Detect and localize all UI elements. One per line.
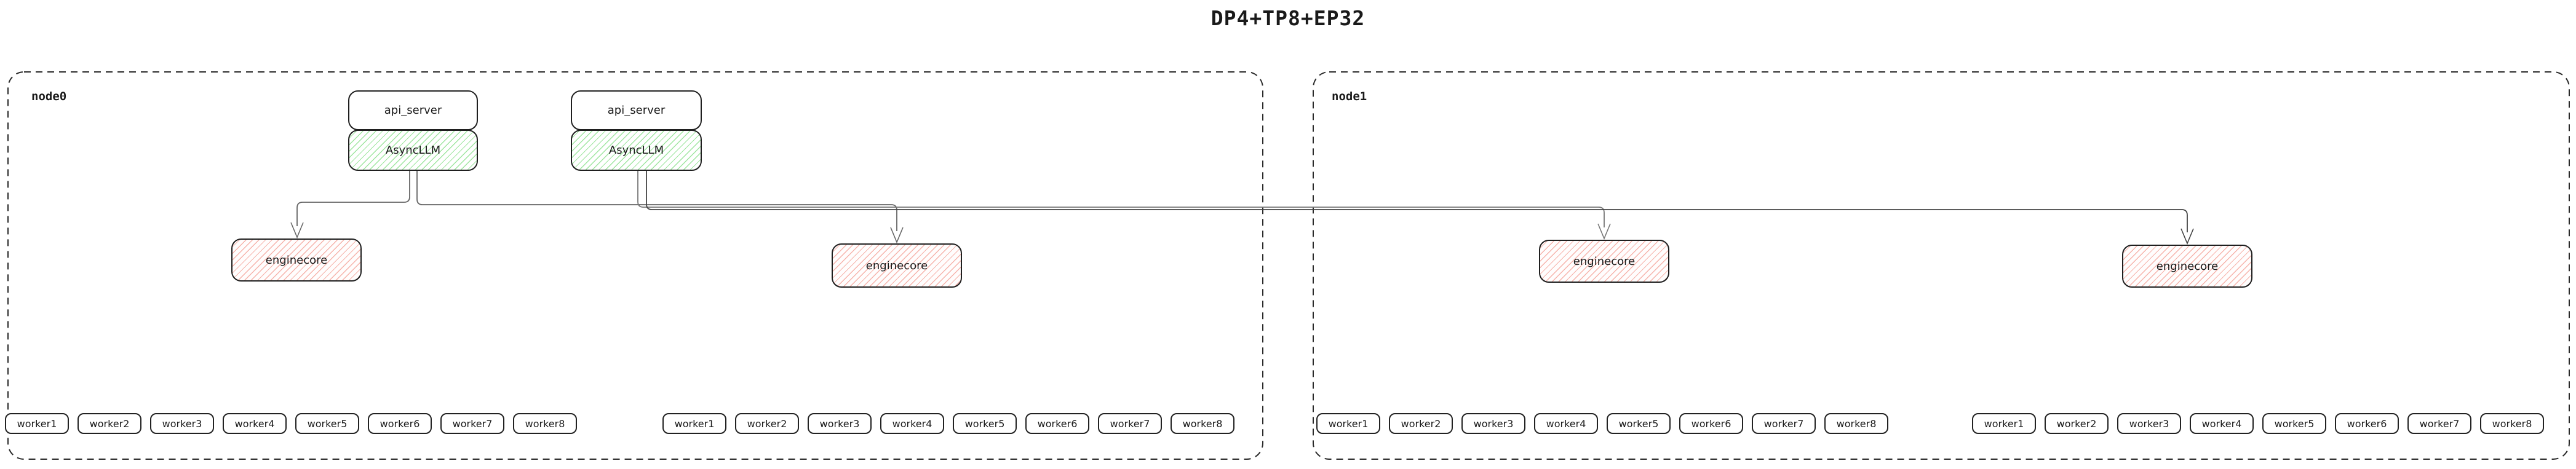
node0-label: node0 xyxy=(31,90,67,103)
node0-worker-group-2: worker1 worker2 worker3 worker4 worker5 … xyxy=(662,413,1234,434)
worker-box: worker3 xyxy=(150,413,214,434)
enginecore-box-3: enginecore xyxy=(1539,240,1669,283)
arrowhead-enginecore4 xyxy=(2180,228,2194,245)
node1-boundary xyxy=(1313,71,2570,460)
worker-box: worker8 xyxy=(513,413,577,434)
worker-box: worker1 xyxy=(1316,413,1380,434)
arrowhead-enginecore2 xyxy=(890,227,904,244)
node1-worker-group-2: worker1 worker2 worker3 worker4 worker5 … xyxy=(1972,413,2544,434)
worker-box: worker4 xyxy=(2190,413,2254,434)
worker-box: worker6 xyxy=(1025,413,1089,434)
worker-box: worker5 xyxy=(953,413,1017,434)
connector-asyncllm1-enginecore1 xyxy=(296,171,410,226)
worker-box: worker7 xyxy=(1098,413,1162,434)
worker-box: worker6 xyxy=(368,413,432,434)
diagram-title: DP4+TP8+EP32 xyxy=(1210,6,1366,30)
worker-box: worker8 xyxy=(1171,413,1234,434)
api-server-box-2: api_server xyxy=(571,90,702,130)
worker-box: worker5 xyxy=(1607,413,1671,434)
enginecore-box-1: enginecore xyxy=(231,238,362,282)
asyncllm-box-2: AsyncLLM xyxy=(571,130,702,171)
enginecore-box-2: enginecore xyxy=(832,243,962,288)
worker-box: worker1 xyxy=(662,413,726,434)
worker-box: worker6 xyxy=(1679,413,1743,434)
worker-box: worker4 xyxy=(223,413,287,434)
asyncllm-box-1: AsyncLLM xyxy=(348,130,478,171)
node1-label: node1 xyxy=(1332,90,1367,103)
worker-box: worker2 xyxy=(735,413,799,434)
node0-worker-group-1: worker1 worker2 worker3 worker4 worker5 … xyxy=(5,413,577,434)
worker-box: worker8 xyxy=(2480,413,2544,434)
worker-box: worker3 xyxy=(808,413,872,434)
api-server-box-1: api_server xyxy=(348,90,478,130)
enginecore-box-4: enginecore xyxy=(2122,245,2252,288)
worker-box: worker7 xyxy=(1752,413,1816,434)
arrowhead-enginecore3 xyxy=(1597,223,1611,240)
worker-box: worker4 xyxy=(880,413,944,434)
worker-box: worker2 xyxy=(2045,413,2109,434)
arrowhead-enginecore1 xyxy=(290,222,304,239)
worker-box: worker7 xyxy=(2407,413,2471,434)
worker-box: worker1 xyxy=(1972,413,2036,434)
worker-box: worker6 xyxy=(2335,413,2399,434)
connector-asyncllm2-enginecore3 xyxy=(637,171,1605,227)
node1-worker-group-1: worker1 worker2 worker3 worker4 worker5 … xyxy=(1316,413,1888,434)
worker-box: worker2 xyxy=(78,413,141,434)
node0-boundary xyxy=(7,71,1263,460)
worker-box: worker3 xyxy=(2117,413,2181,434)
worker-box: worker7 xyxy=(440,413,504,434)
worker-box: worker4 xyxy=(1534,413,1598,434)
connector-asyncllm1-enginecore2 xyxy=(416,171,897,231)
worker-box: worker1 xyxy=(5,413,69,434)
worker-box: worker3 xyxy=(1461,413,1525,434)
worker-box: worker5 xyxy=(295,413,359,434)
worker-box: worker5 xyxy=(2262,413,2326,434)
worker-box: worker8 xyxy=(1824,413,1888,434)
worker-box: worker2 xyxy=(1389,413,1453,434)
connector-asyncllm2-enginecore4 xyxy=(646,171,2188,232)
